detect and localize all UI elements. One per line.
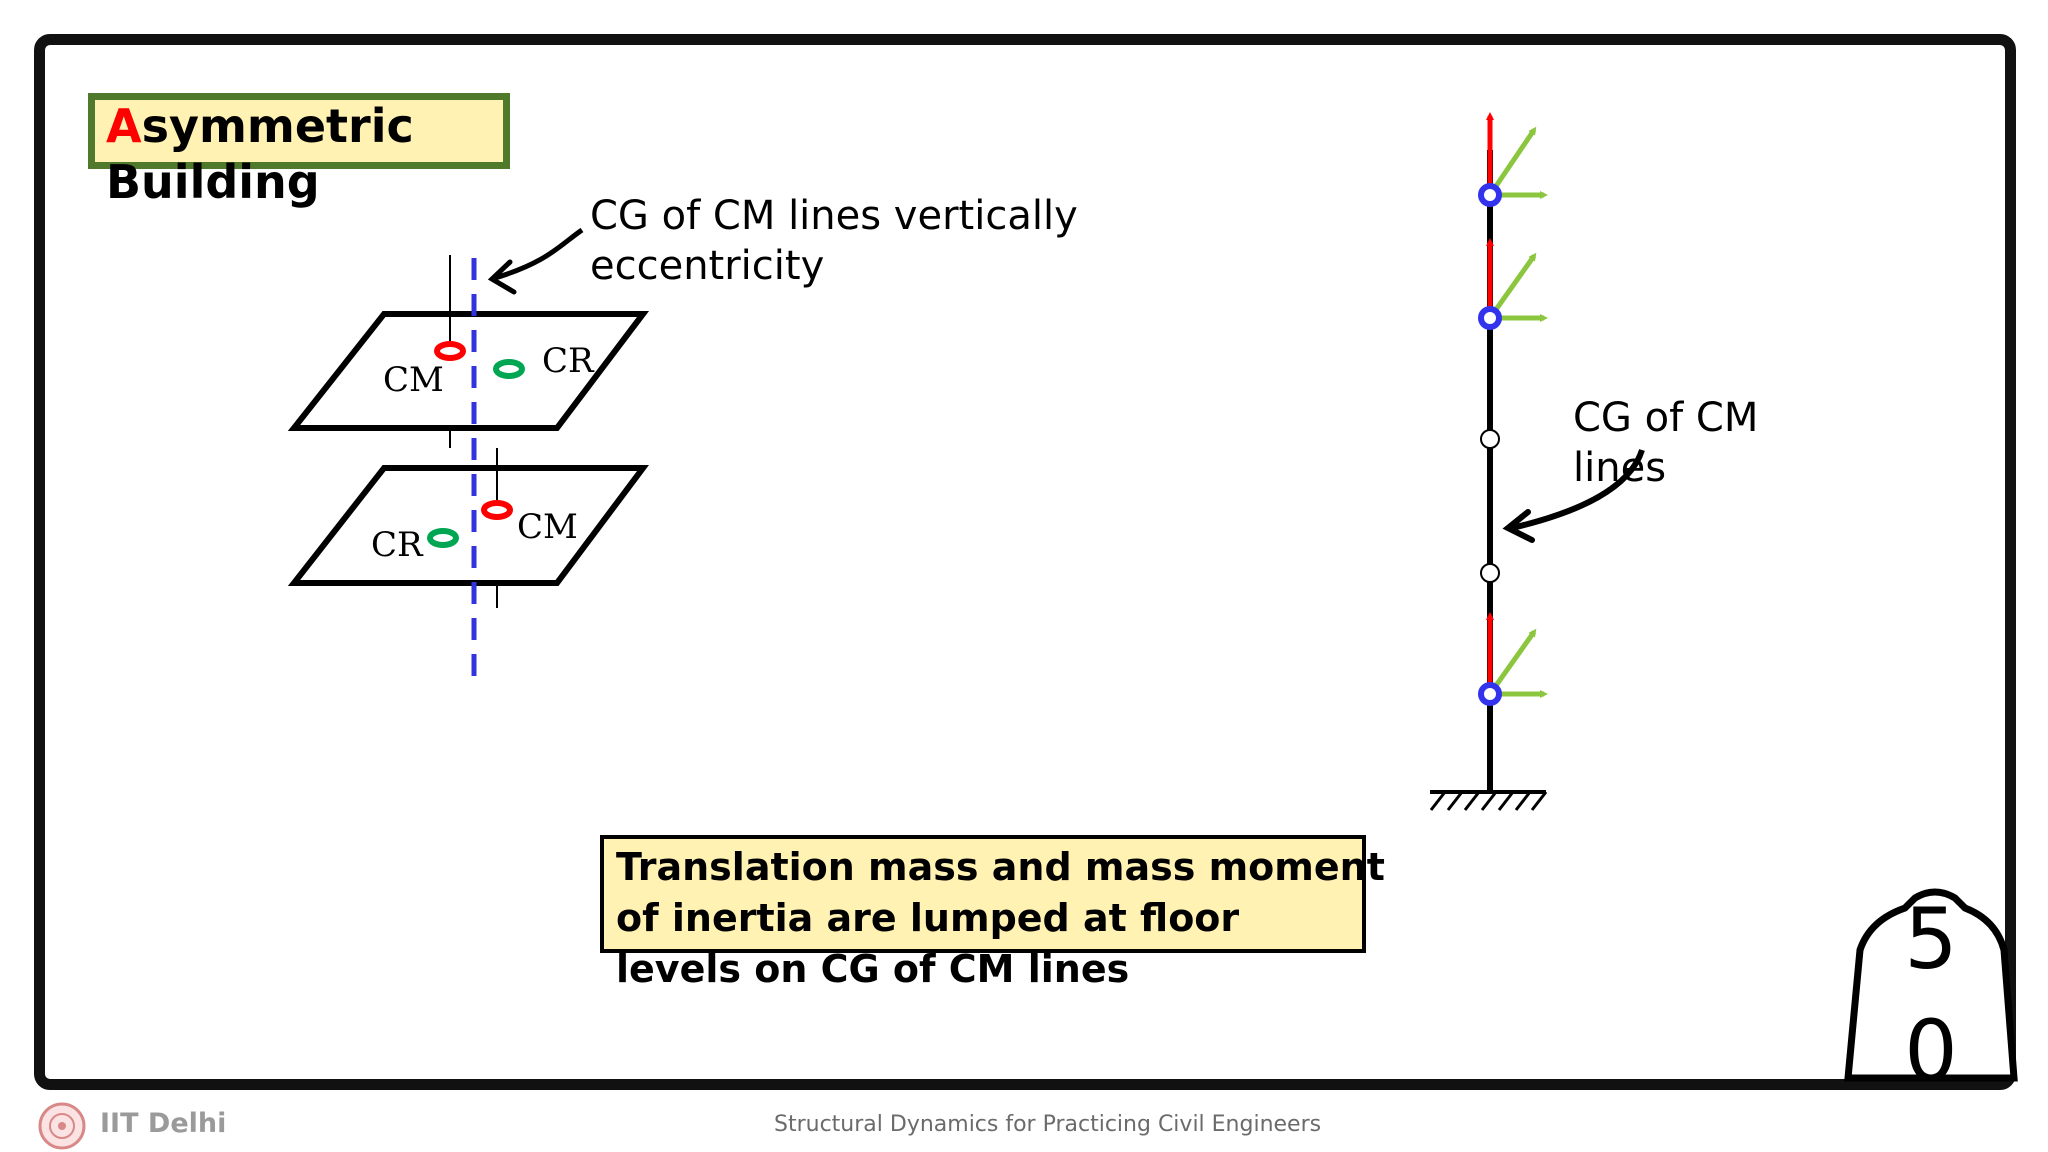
page-number-top: 5	[1904, 890, 1957, 988]
lower-cm-marker	[481, 500, 513, 520]
intermediate-node-2	[1480, 563, 1500, 583]
stick-model	[1429, 112, 1548, 811]
summary-line1: Translation mass and mass moment	[616, 845, 1385, 889]
node-bottom	[1478, 682, 1502, 706]
title-first-letter: A	[106, 99, 142, 153]
title-box	[88, 93, 510, 169]
upper-cr-label: CR	[542, 341, 595, 381]
upper-floor-plan	[287, 311, 650, 431]
upper-cm-marker	[434, 341, 466, 361]
dof-arrows-second	[1486, 238, 1548, 322]
upper-cm-label: CM	[383, 360, 444, 400]
course-title: Structural Dynamics for Practicing Civil…	[774, 1112, 1322, 1137]
iit-delhi-logo-icon	[38, 1102, 86, 1150]
node-second	[1478, 306, 1502, 330]
intermediate-node-1	[1480, 429, 1500, 449]
logo-text: IIT Delhi	[100, 1108, 227, 1139]
cg-pointer-arrow	[1502, 448, 1645, 543]
upper-cr-marker	[493, 359, 525, 379]
eccentricity-note-line1: CG of CM lines vertically	[590, 193, 1078, 239]
title-line2: Building	[106, 155, 320, 209]
summary-text: Translation mass and mass moment of inert…	[616, 842, 1385, 995]
summary-line2: of inertia are lumped at floor	[616, 896, 1240, 940]
lower-cr-label: CR	[371, 525, 424, 565]
title-line1-rest: symmetric	[141, 99, 414, 153]
dof-arrows-top	[1486, 112, 1548, 199]
page-number-bottom: 0	[1904, 1002, 1957, 1100]
lower-cm-label: CM	[517, 507, 578, 547]
dof-arrows-bottom	[1486, 612, 1548, 698]
summary-box	[600, 835, 1366, 953]
lower-floor-plan	[287, 465, 649, 586]
eccentricity-pointer-arrow	[487, 227, 584, 295]
node-top	[1478, 183, 1502, 207]
lower-cr-marker	[427, 528, 459, 548]
fixed-support-hatch	[1429, 791, 1548, 811]
summary-line3: levels on CG of CM lines	[616, 947, 1130, 991]
eccentricity-note-line2: eccentricity	[590, 243, 825, 289]
page-number-badge: 5 0	[1844, 888, 2018, 1100]
cg-note-line1: CG of CM	[1573, 395, 1759, 441]
